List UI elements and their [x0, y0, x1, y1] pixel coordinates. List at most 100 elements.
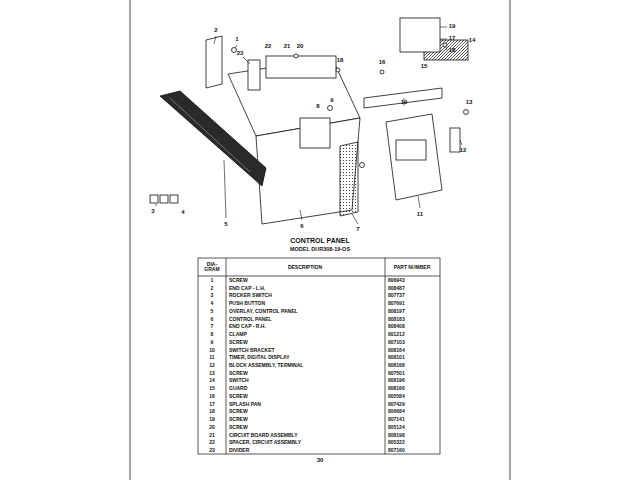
leader-lines	[156, 27, 462, 224]
table-cell: 22	[209, 440, 215, 445]
table-cell: OVERLAY, CONTROL PANEL	[229, 308, 298, 313]
table-cell: 808198	[388, 432, 405, 437]
panel-front	[256, 118, 360, 224]
callout-number: 12	[460, 147, 467, 153]
table-cell: 2	[211, 285, 214, 290]
table-cell: 806684	[388, 409, 405, 414]
table-cell: 16	[209, 393, 215, 398]
switch-bracket	[364, 88, 442, 108]
terminal-block	[450, 128, 460, 152]
table-cell: SCREW	[229, 409, 248, 414]
end-cap-right	[340, 142, 358, 216]
table-header: PART NUMBER	[394, 265, 431, 270]
callout-number: 7	[356, 226, 359, 232]
panel-window	[300, 118, 330, 148]
callout-number: 10	[401, 99, 408, 105]
table-cell: END CAP - R.H.	[229, 324, 266, 329]
table-cell: 5	[211, 308, 214, 313]
table-cell: END CAP - L.H.	[229, 285, 265, 290]
table-cell: SCREW	[229, 424, 248, 429]
table-cell: CIRCUIT BOARD ASSEMBLY	[229, 432, 298, 437]
callout-number: 13	[466, 99, 473, 105]
table-cell: 808166	[388, 386, 405, 391]
table-cell: 17	[209, 401, 215, 406]
table-cell: SWITCH BRACKET	[229, 347, 275, 352]
callout-number: 18	[449, 47, 456, 53]
divider	[248, 60, 260, 90]
table-cell: 807691	[388, 301, 405, 306]
table-cell: GUARD	[229, 386, 247, 391]
table-cell: 807103	[388, 339, 405, 344]
circuit-board	[266, 56, 336, 78]
timer	[386, 114, 442, 200]
table-cell: 801212	[388, 332, 405, 337]
table-cell: 10	[209, 347, 215, 352]
table-cell: 20	[209, 424, 215, 429]
callout-number: 16	[379, 59, 386, 65]
table-cell: 808168	[388, 363, 405, 368]
table-cell: 808101	[388, 355, 405, 360]
table-title: CONTROL PANEL	[290, 237, 350, 244]
table-cell: 11	[209, 355, 214, 360]
table-cell: 808197	[388, 308, 405, 313]
table-cell: 808183	[388, 316, 405, 321]
table-cell: 806943	[388, 277, 405, 282]
callout-number: 3	[151, 208, 154, 214]
table-cell: 805124	[388, 424, 405, 429]
table-cell: ROCKER SWITCH	[229, 293, 272, 298]
callout-number: 18	[337, 57, 344, 63]
callout-number: 23	[237, 50, 244, 56]
callout-number: 8	[316, 103, 319, 109]
table-cell: 15	[209, 386, 215, 391]
table-cell: 7	[211, 324, 214, 329]
table-cell: 807141	[388, 417, 405, 422]
callout-number: 22	[265, 43, 272, 49]
table-cell: 808408	[388, 324, 405, 329]
table-cell: 808164	[388, 347, 405, 352]
callout-number: 17	[449, 35, 456, 41]
table-cell: 21	[209, 432, 215, 437]
table-cell: 807160	[388, 448, 405, 453]
callout-number: 19	[449, 23, 456, 29]
table-cell: 805322	[388, 440, 405, 445]
table-cell: 3	[211, 293, 214, 298]
end-cap-left	[206, 36, 222, 88]
table-cell: SCREW	[229, 393, 248, 398]
overlay	[160, 91, 266, 186]
table-cell: SCREW	[229, 370, 248, 375]
table-cell: SPLASH PAN	[229, 401, 261, 406]
table-cell: 807737	[388, 293, 405, 298]
table-cell: 19	[209, 417, 215, 422]
table-cell: 23	[209, 448, 215, 453]
table-cell: 805584	[388, 393, 405, 398]
table-cell: SWITCH	[229, 378, 249, 383]
table-cell: 808196	[388, 378, 405, 383]
splash-pan	[400, 18, 440, 52]
table-header: DIA- GRAM	[201, 262, 223, 272]
frame-line	[510, 0, 511, 480]
rocker-switch	[150, 195, 158, 203]
table-cell: 13	[209, 370, 215, 375]
callout-number: 4	[181, 209, 184, 215]
callout-number: 1	[235, 36, 238, 42]
table-cell: 12	[209, 363, 215, 368]
table-cell: 8	[211, 332, 214, 337]
callout-number: 6	[300, 223, 303, 229]
parts-table	[198, 258, 440, 454]
table-cell: 9	[211, 339, 214, 344]
callout-number: 15	[421, 63, 428, 69]
table-cell: 18	[209, 409, 215, 414]
page-number: 30	[317, 457, 324, 463]
callout-number: 2	[214, 27, 217, 33]
table-cell: 808487	[388, 285, 405, 290]
table-cell: SCREW	[229, 277, 248, 282]
table-cell: 807429	[388, 401, 405, 406]
table-cell: 6	[211, 316, 214, 321]
table-cell: SPACER, CIRCUIT ASSEMBLY	[229, 440, 301, 445]
table-cell: CLAMP	[229, 332, 247, 337]
table-cell: CONTROL PANEL	[229, 316, 272, 321]
parts	[150, 18, 469, 224]
table-cell: SCREW	[229, 417, 248, 422]
model-number: MODEL DUR308-19-OS	[290, 247, 350, 253]
table-cell: PUSH BUTTON	[229, 301, 265, 306]
